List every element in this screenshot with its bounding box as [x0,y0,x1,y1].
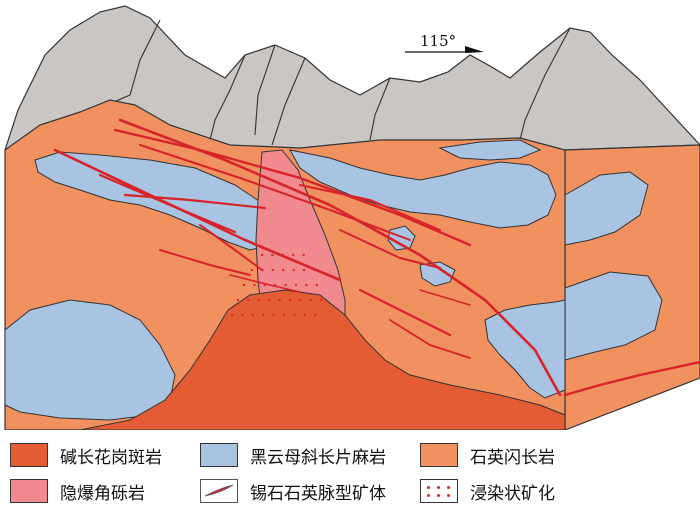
mineralization-dot [271,268,274,272]
side-face-gneiss-1 [564,171,649,246]
geologic-block-diagram: 115° [4,5,700,430]
legend-item-porphyry: 碱长花岗斑岩 [10,440,162,470]
mineralization-dot [320,298,323,302]
legend-label-orebody: 锡石石英脉型矿体 [250,483,386,504]
mineralization-dot [302,253,305,257]
legend-label-dissemination: 浸染状矿化 [470,483,555,504]
mineralization-dot [292,268,295,272]
legend-swatch-quartz-diorite [420,443,458,467]
mineralization-dot [293,313,296,317]
legend-label-breccia: 隐爆角砾岩 [60,483,145,504]
mineralization-dot [284,283,287,287]
mineralization-dot [262,313,265,317]
legend-item-breccia: 隐爆角砾岩 [10,476,145,506]
legend-item-orebody: 锡石石英脉型矿体 [200,476,386,506]
legend-swatch-orebody [200,479,238,503]
mineralization-dot [305,283,308,287]
mineralization-dot [257,298,260,302]
legend: 碱长花岗斑岩 黑云母斜长片麻岩 石英闪长岩 隐爆角砾岩 锡石石英脉型矿体 浸染状… [0,430,700,506]
mineralization-dot [242,283,246,287]
mineralization-dot [260,253,264,257]
legend-label-quartz-diorite: 石英闪长岩 [470,447,555,468]
mineralization-dot [236,298,240,302]
mountain-range [4,5,700,151]
mineralization-dot [288,298,292,302]
mineralization-dot [294,283,298,287]
mineralization-dot [247,298,250,302]
mineralization-dot [314,313,317,317]
mineralization-dot [282,268,285,272]
legend-item-quartz-diorite: 石英闪长岩 [420,440,555,470]
side-face-gneiss-2 [564,271,663,361]
mineralization-dot [315,283,318,287]
mineralization-dot [302,268,306,272]
mineralization-dot [250,268,254,272]
legend-label-porphyry: 碱长花岗斑岩 [60,447,162,468]
legend-item-dissemination: 浸染状矿化 [420,476,555,506]
mineralization-dot [292,253,295,257]
vein-icon [204,484,234,497]
mineralization-dot [278,298,281,302]
mineralization-dot [241,313,244,317]
mineralization-dot [282,313,286,317]
orebody-veins [53,118,700,397]
mineralization-dot [303,313,306,317]
mineralization-dot [271,253,274,257]
legend-swatch-breccia [10,479,48,503]
strike-arrow: 115° [405,32,484,53]
mineralization-dot [272,313,275,317]
mineralization-dot [299,298,302,302]
legend-item-gneiss: 黑云母斜长片麻岩 [200,440,386,470]
mineralization-dot [251,313,254,317]
mineralization-dot [253,283,256,287]
legend-swatch-dissemination [420,479,458,503]
disseminated-mineralization [230,253,323,317]
strike-label: 115° [420,32,456,50]
legend-swatch-gneiss [200,443,238,467]
mineralization-dot [268,298,271,302]
porphyry-intrusion [79,289,566,430]
mineralization-dot [230,313,234,317]
legend-label-gneiss: 黑云母斜长片麻岩 [250,447,386,468]
legend-swatch-porphyry [10,443,48,467]
mineralization-dot [309,298,312,302]
